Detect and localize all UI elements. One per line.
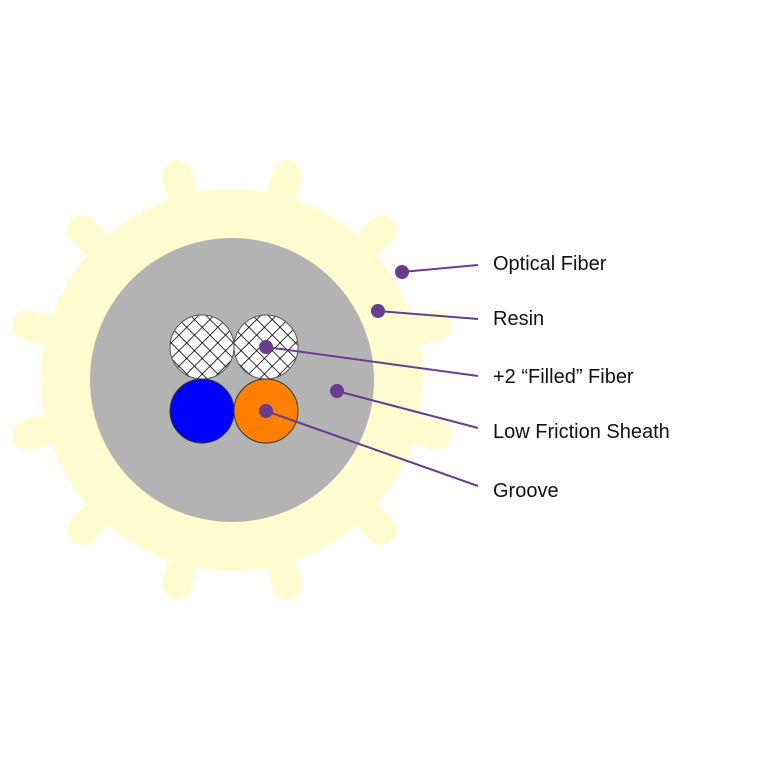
leader-dot — [330, 384, 344, 398]
callout-filled-fiber: +2 “Filled” Fiber — [259, 340, 634, 388]
jacket-ridge — [162, 556, 196, 600]
leader-dot — [371, 304, 385, 318]
callout-optical-fiber: Optical Fiber — [395, 253, 607, 279]
jacket-ridge — [408, 416, 452, 450]
jacket-ridge — [268, 556, 302, 600]
callout-resin: Resin — [371, 304, 544, 330]
leader-dot — [259, 404, 273, 418]
label-filled-fiber: +2 “Filled” Fiber — [493, 366, 634, 388]
callout-low-friction-sheath: Low Friction Sheath — [330, 384, 670, 443]
jacket-ridge — [268, 160, 302, 204]
jacket-ridge — [12, 416, 56, 450]
blue-fiber — [169, 378, 235, 444]
leader-line — [377, 310, 479, 320]
jacket-ridge — [162, 160, 196, 204]
leader-dot — [259, 340, 273, 354]
label-groove: Groove — [493, 480, 559, 502]
jacket-ridge — [408, 310, 452, 344]
leader-dot — [395, 265, 409, 279]
jacket-ridge — [357, 215, 397, 255]
jacket-ridge — [67, 505, 107, 545]
leader-line — [265, 346, 479, 377]
jacket-ridge — [12, 310, 56, 344]
callout-groove: Groove — [259, 404, 559, 502]
leader-line — [265, 410, 479, 487]
label-low-friction-sheath: Low Friction Sheath — [493, 421, 670, 443]
label-optical-fiber: Optical Fiber — [493, 253, 607, 275]
jacket-ridge — [357, 505, 397, 545]
low-friction-sheath — [90, 238, 374, 522]
jacket-ridge — [67, 215, 107, 255]
leader-line — [336, 390, 479, 429]
leader-line — [401, 264, 479, 273]
label-resin: Resin — [493, 308, 544, 330]
filled-fiber-left — [169, 314, 235, 380]
